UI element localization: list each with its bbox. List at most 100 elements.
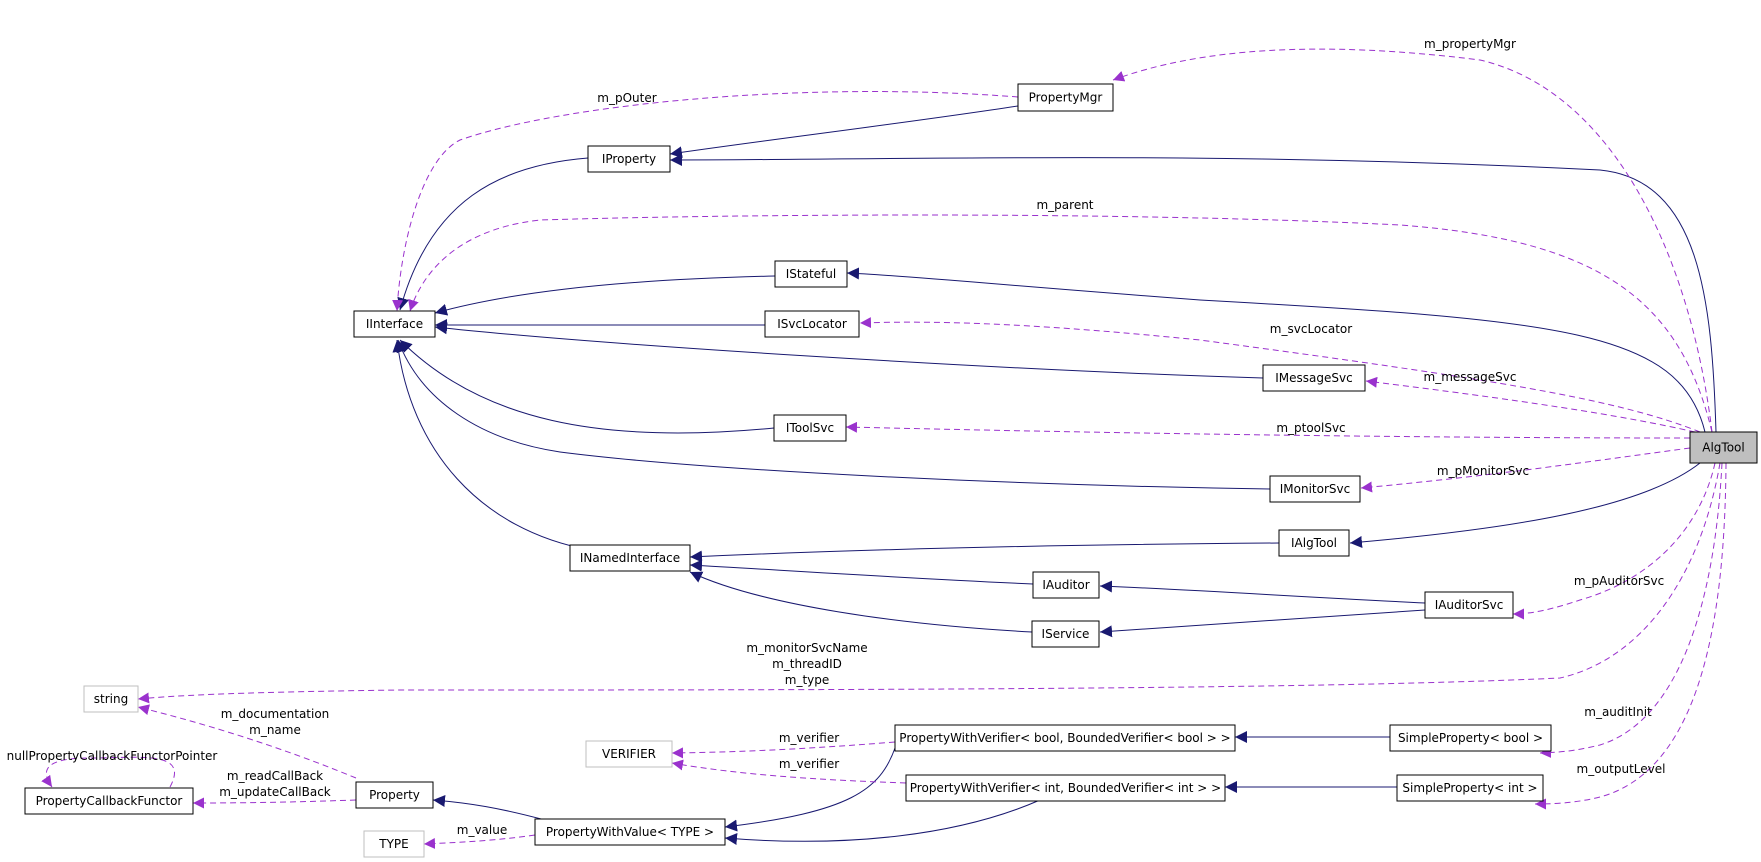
edge-m-svclocator xyxy=(859,317,1701,433)
edge-iauditorsvc-iservice xyxy=(1099,609,1426,638)
edge-null-pointer xyxy=(41,756,175,788)
node-label: PropertyWithValue< TYPE > xyxy=(546,825,714,839)
node-algtool[interactable]: AlgTool xyxy=(1689,431,1758,464)
node-label: IService xyxy=(1042,627,1090,641)
label-m-name: m_name xyxy=(249,723,301,737)
label-m-pauditorsvc: m_pAuditorSvc xyxy=(1574,574,1664,588)
node-label: PropertyMgr xyxy=(1029,91,1103,105)
edge-algtool-ialgtool xyxy=(1349,462,1701,548)
node-label: SimpleProperty< bool > xyxy=(1398,731,1543,745)
node-imessagesvc[interactable]: IMessageSvc xyxy=(1262,364,1366,392)
node-label: IAuditorSvc xyxy=(1435,598,1504,612)
edge-imonitorsvc-iinterface xyxy=(396,339,1271,490)
node-label: IStateful xyxy=(786,267,836,281)
label-m-threadid: m_threadID xyxy=(772,657,842,671)
edge-m-ptoolsvc xyxy=(845,421,1691,439)
edge-m-propertymgr xyxy=(1112,48,1713,433)
label-m-messagesvc: m_messageSvc xyxy=(1424,370,1517,384)
node-label: IInterface xyxy=(366,317,423,331)
node-propertymgr[interactable]: PropertyMgr xyxy=(1017,83,1114,112)
node-string[interactable]: string xyxy=(83,685,139,713)
edge-m-verifier-bool xyxy=(671,741,896,759)
edge-propertymgr-iproperty xyxy=(669,105,1019,159)
node-iproperty[interactable]: IProperty xyxy=(587,145,671,173)
node-iservice[interactable]: IService xyxy=(1031,620,1100,648)
node-pwv-bool[interactable]: PropertyWithVerifier< bool, BoundedVerif… xyxy=(894,724,1236,752)
node-imonitorsvc[interactable]: IMonitorSvc xyxy=(1269,475,1361,503)
edge-iservice-inamedinterface xyxy=(689,571,1033,633)
node-label: TYPE xyxy=(378,837,408,851)
node-sp-bool[interactable]: SimpleProperty< bool > xyxy=(1389,724,1552,752)
edge-ialgtool-inamedinterface xyxy=(689,542,1280,563)
label-m-pmonitorsvc: m_pMonitorSvc xyxy=(1437,464,1529,478)
label-m-readcallback: m_readCallBack xyxy=(227,769,323,783)
edge-m-verifier-int xyxy=(671,759,907,784)
node-label: Property xyxy=(369,788,420,802)
node-iinterface[interactable]: IInterface xyxy=(353,310,436,338)
node-label: PropertyWithVerifier< bool, BoundedVerif… xyxy=(899,731,1230,745)
node-iauditorsvc[interactable]: IAuditorSvc xyxy=(1424,591,1514,619)
node-label: IMessageSvc xyxy=(1275,371,1352,385)
node-label: PropertyCallbackFunctor xyxy=(36,794,183,808)
label-m-verifier-bool: m_verifier xyxy=(779,731,839,745)
label-m-propertymgr: m_propertyMgr xyxy=(1424,37,1516,51)
node-type[interactable]: TYPE xyxy=(363,830,425,858)
edge-m-parent xyxy=(408,214,1713,433)
node-label: IToolSvc xyxy=(786,421,834,435)
edge-iproperty-iinterface xyxy=(397,157,589,311)
node-label: IMonitorSvc xyxy=(1280,482,1350,496)
class-nodes: AlgTool PropertyMgr IProperty IInterface… xyxy=(24,83,1758,858)
edge-itoolsvc-iinterface xyxy=(399,339,775,434)
node-istateful[interactable]: IStateful xyxy=(774,260,848,288)
edge-algtool-iproperty xyxy=(669,153,1717,433)
edge-pwv-bool-pwvalue xyxy=(724,747,896,832)
edge-pwvalue-property xyxy=(432,794,546,821)
node-label: ISvcLocator xyxy=(777,317,847,331)
node-pcf[interactable]: PropertyCallbackFunctor xyxy=(24,787,194,815)
node-label: AlgTool xyxy=(1702,441,1744,455)
label-m-auditinit: m_auditInit xyxy=(1584,705,1652,719)
usage-edges xyxy=(41,48,1727,850)
label-m-outputlevel: m_outputLevel xyxy=(1577,762,1666,776)
label-null-pointer: nullPropertyCallbackFunctorPointer xyxy=(7,749,218,763)
edge-iauditor-inamedinterface xyxy=(689,559,1034,585)
edge-m-value xyxy=(423,834,536,850)
node-label: IAuditor xyxy=(1042,578,1089,592)
label-m-pouter: m_pOuter xyxy=(597,91,656,105)
node-itoolsvc[interactable]: IToolSvc xyxy=(773,414,847,442)
node-label: INamedInterface xyxy=(580,551,680,565)
node-verifier[interactable]: VERIFIER xyxy=(585,740,673,768)
inheritance-edges xyxy=(392,105,1717,845)
node-ialgtool[interactable]: IAlgTool xyxy=(1278,529,1350,557)
node-pwvalue[interactable]: PropertyWithValue< TYPE > xyxy=(534,818,726,846)
node-sp-int[interactable]: SimpleProperty< int > xyxy=(1396,774,1544,802)
edge-imessagesvc-iinterface xyxy=(434,322,1264,379)
label-m-verifier-int: m_verifier xyxy=(779,757,839,771)
label-m-value: m_value xyxy=(457,823,507,837)
node-pwv-int[interactable]: PropertyWithVerifier< int, BoundedVerifi… xyxy=(905,774,1226,802)
node-iauditor[interactable]: IAuditor xyxy=(1032,571,1100,599)
node-label: IAlgTool xyxy=(1291,536,1337,550)
node-property[interactable]: Property xyxy=(355,781,434,809)
edge-m-messagesvc xyxy=(1365,376,1696,433)
node-label: PropertyWithVerifier< int, BoundedVerifi… xyxy=(910,781,1221,795)
label-m-documentation: m_documentation xyxy=(221,707,330,721)
edge-iauditorsvc-iauditor xyxy=(1099,580,1426,604)
node-label: VERIFIER xyxy=(602,747,656,761)
edge-inamedinterface-iinterface xyxy=(392,339,591,551)
edge-labels: m_propertyMgr m_pOuter m_parent m_svcLoc… xyxy=(7,37,1666,837)
label-m-type: m_type xyxy=(785,673,830,687)
edge-callbacks xyxy=(192,797,357,809)
edge-m-pauditorsvc xyxy=(1512,462,1716,620)
edge-pwv-int-pwvalue xyxy=(724,799,1041,845)
label-m-updatecallback: m_updateCallBack xyxy=(219,785,331,799)
label-m-parent: m_parent xyxy=(1036,198,1093,212)
edge-string-members xyxy=(137,462,1721,704)
edge-algtool-istateful xyxy=(846,267,1706,433)
node-label: SimpleProperty< int > xyxy=(1402,781,1537,795)
edge-property-string xyxy=(137,704,357,779)
node-isvclocator[interactable]: ISvcLocator xyxy=(764,310,860,338)
node-inamedinterface[interactable]: INamedInterface xyxy=(569,544,691,572)
edge-istateful-iinterface xyxy=(434,275,776,316)
